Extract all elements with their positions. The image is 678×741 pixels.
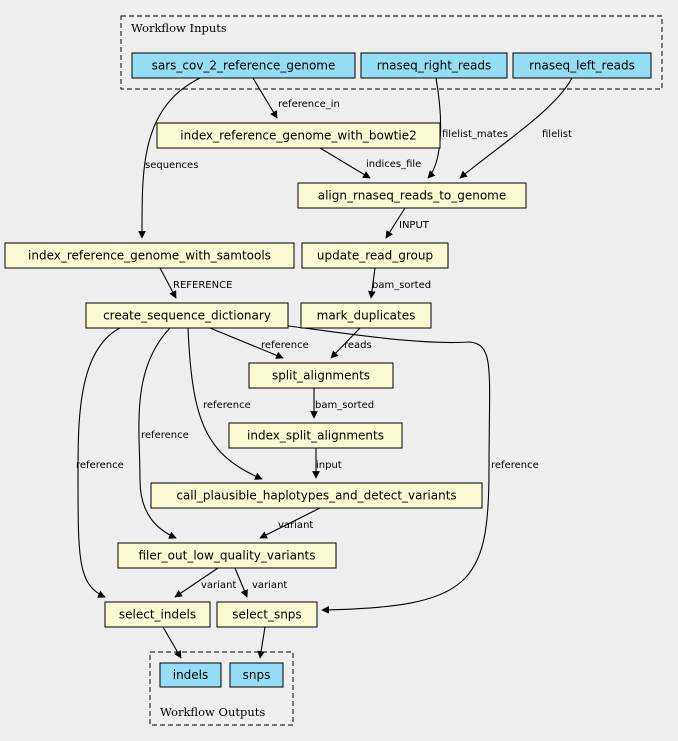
edge-label: bam_sorted [315,400,374,411]
node-label: index_reference_genome_with_samtools [28,249,271,263]
node-index-samtools[interactable]: index_reference_genome_with_samtools [4,242,295,269]
edge-label: bam_sorted [372,280,431,291]
node-box [512,52,652,79]
cluster-outputs-label: Workflow Outputs [160,705,265,719]
edge-create-dict-to-call-haplo [187,327,263,480]
node-index-bowtie[interactable]: index_reference_genome_with_bowtie2 [156,122,441,149]
node-label: mark_duplicates [317,309,416,323]
node-label: rnaseq_right_reads [377,59,491,73]
node-box [297,182,527,209]
node-label: select_indels [119,608,196,622]
edge-index-samtools-to-create-dict [159,267,177,299]
edge-label: sequences [145,160,198,171]
edge-label: variant [201,580,236,591]
node-box [85,302,289,329]
node-indels[interactable]: indels [159,662,222,688]
node-select-indels[interactable]: select_indels [104,601,211,628]
node-right-reads[interactable]: rnaseq_right_reads [360,52,508,79]
node-box [301,242,449,269]
node-label: create_sequence_dictionary [103,309,271,323]
edge-select-indels-to-indels [162,626,182,659]
node-snps[interactable]: snps [229,662,284,688]
node-label: sars_cov_2_reference_genome [152,59,336,73]
cluster-inputs-label: Workflow Inputs [131,21,227,35]
node-label: filer_out_low_quality_variants [138,549,315,563]
edge-label: filelist_mates [442,129,508,140]
node-create-dict[interactable]: create_sequence_dictionary [85,302,289,329]
node-update-rg[interactable]: update_read_group [301,242,449,269]
edge-create-dict-to-select-indels [77,327,121,598]
edge-label: variant [278,520,313,531]
edge-create-dict-to-select-snps [287,325,491,614]
node-box [150,482,483,509]
node-box [117,542,337,569]
node-label: split_alignments [272,369,370,383]
cluster-workflow-inputs: Workflow Inputs [120,15,663,90]
edge-label: reference [76,460,124,471]
node-box [4,242,295,269]
node-box [228,422,403,449]
node-label: update_read_group [317,249,433,263]
node-mark-dup[interactable]: mark_duplicates [300,302,432,329]
edge-update-rg-to-mark-dup [368,267,376,299]
edge-index-bowtie-to-align [319,147,371,179]
edge-left-reads-to-align [459,77,573,179]
node-label: rnaseq_left_reads [529,59,635,73]
node-box [300,302,432,329]
node-index-split[interactable]: index_split_alignments [228,422,403,449]
edge-sars-ref-to-index-samtools [138,77,201,239]
node-filter-low[interactable]: filer_out_low_quality_variants [117,542,337,569]
edge-align-to-update-rg [385,207,406,239]
node-box [131,52,356,79]
node-box [104,601,211,628]
edge-label: input [316,460,342,471]
node-select-snps[interactable]: select_snps [216,601,318,628]
edge-create-dict-to-filter-low [138,327,177,539]
node-label: snps [243,668,271,682]
node-box [156,122,441,149]
node-label: index_reference_genome_with_bowtie2 [180,129,416,143]
node-align[interactable]: align_rnaseq_reads_to_genome [297,182,527,209]
edge-filter-low-to-select-indels [174,567,219,598]
node-label: indels [173,668,209,682]
edge-label: INPUT [399,220,430,231]
node-split-align[interactable]: split_alignments [248,362,394,389]
edge-label: filelist [542,129,572,140]
edge-select-snps-to-snps [257,626,266,659]
edge-label: reads [344,340,372,351]
edge-label: reference [491,460,539,471]
edge-label: variant [252,580,287,591]
node-sars-ref[interactable]: sars_cov_2_reference_genome [131,52,356,79]
node-box [159,662,222,688]
node-box [229,662,284,688]
edge-filter-low-to-select-snps [234,567,248,598]
node-label: align_rnaseq_reads_to_genome [318,189,507,203]
node-label: call_plausible_haplotypes_and_detect_var… [176,489,456,503]
cluster-workflow-outputs: Workflow Outputs [149,651,294,726]
edge-label: REFERENCE [173,280,232,291]
edge-label: indices_file [366,159,421,170]
edge-label: reference [141,430,189,441]
node-call-haplo[interactable]: call_plausible_haplotypes_and_detect_var… [150,482,483,509]
node-left-reads[interactable]: rnaseq_left_reads [512,52,652,79]
edge-create-dict-to-split-align [209,327,284,359]
edge-call-haplo-to-filter-low [259,507,321,539]
edge-label: reference [203,400,251,411]
edge-label: reference_in [278,99,340,110]
edge-label: reference [261,340,309,351]
edge-sars-ref-to-index-bowtie [252,77,278,119]
node-label: index_split_alignments [247,429,384,443]
node-box [216,601,318,628]
edge-mark-dup-to-split-align [330,327,361,359]
node-box [360,52,508,79]
node-box [248,362,394,389]
node-label: select_snps [232,608,301,622]
